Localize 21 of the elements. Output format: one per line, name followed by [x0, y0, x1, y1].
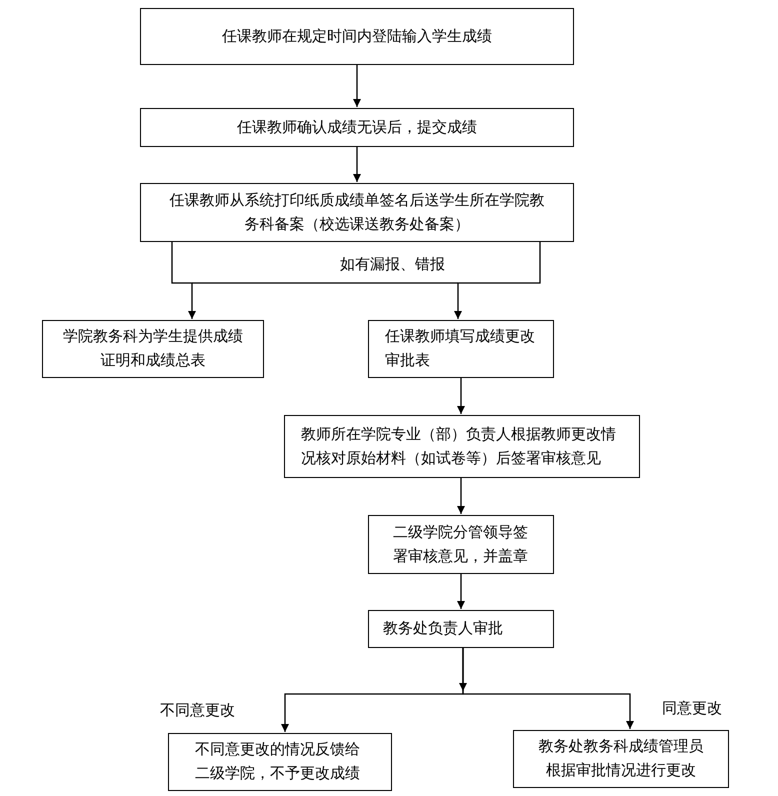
process-box: 任课教师在规定时间内登陆输入学生成绩 — [140, 8, 574, 65]
process-box: 任课教师填写成绩更改审批表 — [368, 320, 554, 378]
process-box: 二级学院分管领导签署审核意见，并盖章 — [368, 515, 554, 574]
arrow — [454, 242, 541, 319]
arrow — [462, 648, 634, 729]
arrow — [457, 378, 465, 414]
process-box: 任课教师从系统打印纸质成绩单签名后送学生所在学院教务科备案（校选课送教务处备案） — [140, 183, 574, 242]
process-box: 教务处负责人审批 — [368, 610, 554, 648]
result-box: 教务处教务科成绩管理员根据审批情况进行更改 — [513, 730, 729, 788]
arrow — [171, 242, 196, 319]
process-box: 教师所在学院专业（部）负责人根据教师更改情况核对原始材料（如试卷等）后签署审核意见 — [284, 415, 640, 478]
arrow — [353, 65, 361, 107]
edge-label: 如有漏报、错报 — [338, 256, 447, 274]
process-box: 学院教务科为学生提供成绩证明和成绩总表 — [42, 320, 264, 378]
result-box: 不同意更改的情况反馈给二级学院，不予更改成绩 — [168, 733, 392, 791]
arrow — [457, 478, 465, 514]
edge-label: 同意更改 — [660, 700, 724, 718]
process-box: 任课教师确认成绩无误后，提交成绩 — [140, 108, 574, 147]
arrow — [353, 147, 361, 182]
arrow — [457, 574, 465, 609]
edge-label: 不同意更改 — [158, 702, 237, 720]
